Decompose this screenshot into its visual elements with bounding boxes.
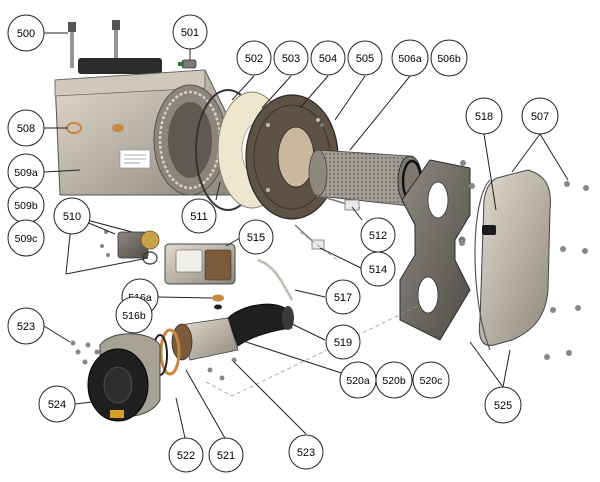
callout-525: 525 xyxy=(484,386,522,424)
callout-503: 503 xyxy=(273,40,309,76)
svg-text:505: 505 xyxy=(356,53,374,65)
callout-505: 505 xyxy=(347,40,383,76)
tiny-screw-part xyxy=(319,122,325,128)
air-intake-hose-part xyxy=(227,303,294,347)
callout-520b: 520b xyxy=(375,361,413,399)
svg-text:515: 515 xyxy=(247,232,265,244)
svg-text:503: 503 xyxy=(282,53,300,65)
svg-text:509b: 509b xyxy=(14,200,38,212)
fan-gasket-part xyxy=(159,328,181,376)
valve-body-part xyxy=(100,230,160,265)
burner-mesh-tube-part xyxy=(308,149,423,207)
front-cover-part xyxy=(474,169,551,351)
callout-506b: 506b xyxy=(430,39,468,77)
copper-washer-part xyxy=(212,294,224,302)
fan-screws-part xyxy=(70,340,237,381)
casing-frame-part xyxy=(399,159,471,341)
svg-text:512: 512 xyxy=(369,230,387,242)
svg-text:523: 523 xyxy=(17,321,35,333)
callout-522: 522 xyxy=(168,437,204,473)
callout-518: 518 xyxy=(465,97,503,135)
svg-text:519: 519 xyxy=(334,337,352,349)
callout-501: 501 xyxy=(172,14,208,50)
callout-520a: 520a xyxy=(339,361,377,399)
svg-text:517: 517 xyxy=(334,292,352,304)
svg-text:506b: 506b xyxy=(437,53,461,65)
callout-502: 502 xyxy=(236,40,272,76)
callout-509a: 509a xyxy=(7,153,45,191)
ignition-electrode-part xyxy=(319,195,361,211)
gas-valve-part xyxy=(164,243,236,285)
svg-text:510: 510 xyxy=(63,211,81,223)
callout-521: 521 xyxy=(208,437,244,473)
svg-text:511: 511 xyxy=(190,211,208,223)
callout-508: 508 xyxy=(7,109,45,147)
svg-text:525: 525 xyxy=(494,400,512,412)
callout-516b: 516b xyxy=(115,296,153,334)
svg-text:500: 500 xyxy=(17,28,35,40)
svg-text:508: 508 xyxy=(17,123,35,135)
svg-text:520c: 520c xyxy=(420,375,443,387)
svg-text:506a: 506a xyxy=(398,53,422,65)
svg-text:518: 518 xyxy=(475,111,493,123)
svg-text:509a: 509a xyxy=(14,167,38,179)
venturi-part xyxy=(171,317,239,361)
callout-504: 504 xyxy=(310,40,346,76)
svg-text:507: 507 xyxy=(531,111,549,123)
svg-text:520b: 520b xyxy=(382,375,406,387)
callout-507: 507 xyxy=(521,97,559,135)
callout-500: 500 xyxy=(7,14,45,52)
svg-text:514: 514 xyxy=(369,264,387,276)
callout-509c: 509c xyxy=(7,219,45,257)
o-ring-part xyxy=(214,304,222,310)
callout-517: 517 xyxy=(325,279,361,315)
svg-text:516b: 516b xyxy=(122,310,146,322)
svg-text:521: 521 xyxy=(217,450,235,462)
combustion-fan-part xyxy=(87,333,161,422)
callout-511: 511 xyxy=(181,198,217,234)
svg-text:524: 524 xyxy=(48,399,66,411)
svg-text:501: 501 xyxy=(181,27,199,39)
svg-text:520a: 520a xyxy=(346,375,370,387)
detection-electrode-part xyxy=(294,224,325,250)
callout-512: 512 xyxy=(360,217,396,253)
callout-514: 514 xyxy=(360,251,396,287)
callout-524: 524 xyxy=(38,385,76,423)
callout-523-left: 523 xyxy=(7,307,45,345)
svg-text:509c: 509c xyxy=(15,233,38,245)
gas-pipe-part xyxy=(257,258,294,301)
callout-520c: 520c xyxy=(412,361,450,399)
svg-text:522: 522 xyxy=(177,450,195,462)
sensor-probes-part xyxy=(68,20,120,68)
svg-text:502: 502 xyxy=(245,53,263,65)
cover-screws-part xyxy=(459,160,589,360)
callout-506a: 506a xyxy=(391,39,429,77)
callout-510: 510 xyxy=(53,197,91,235)
small-fitting-part xyxy=(178,59,197,69)
callout-515: 515 xyxy=(238,219,274,255)
callout-519: 519 xyxy=(325,324,361,360)
svg-text:523: 523 xyxy=(297,447,315,459)
svg-text:504: 504 xyxy=(319,53,337,65)
callout-509b: 509b xyxy=(7,186,45,224)
callout-523-bottom: 523 xyxy=(288,434,324,470)
